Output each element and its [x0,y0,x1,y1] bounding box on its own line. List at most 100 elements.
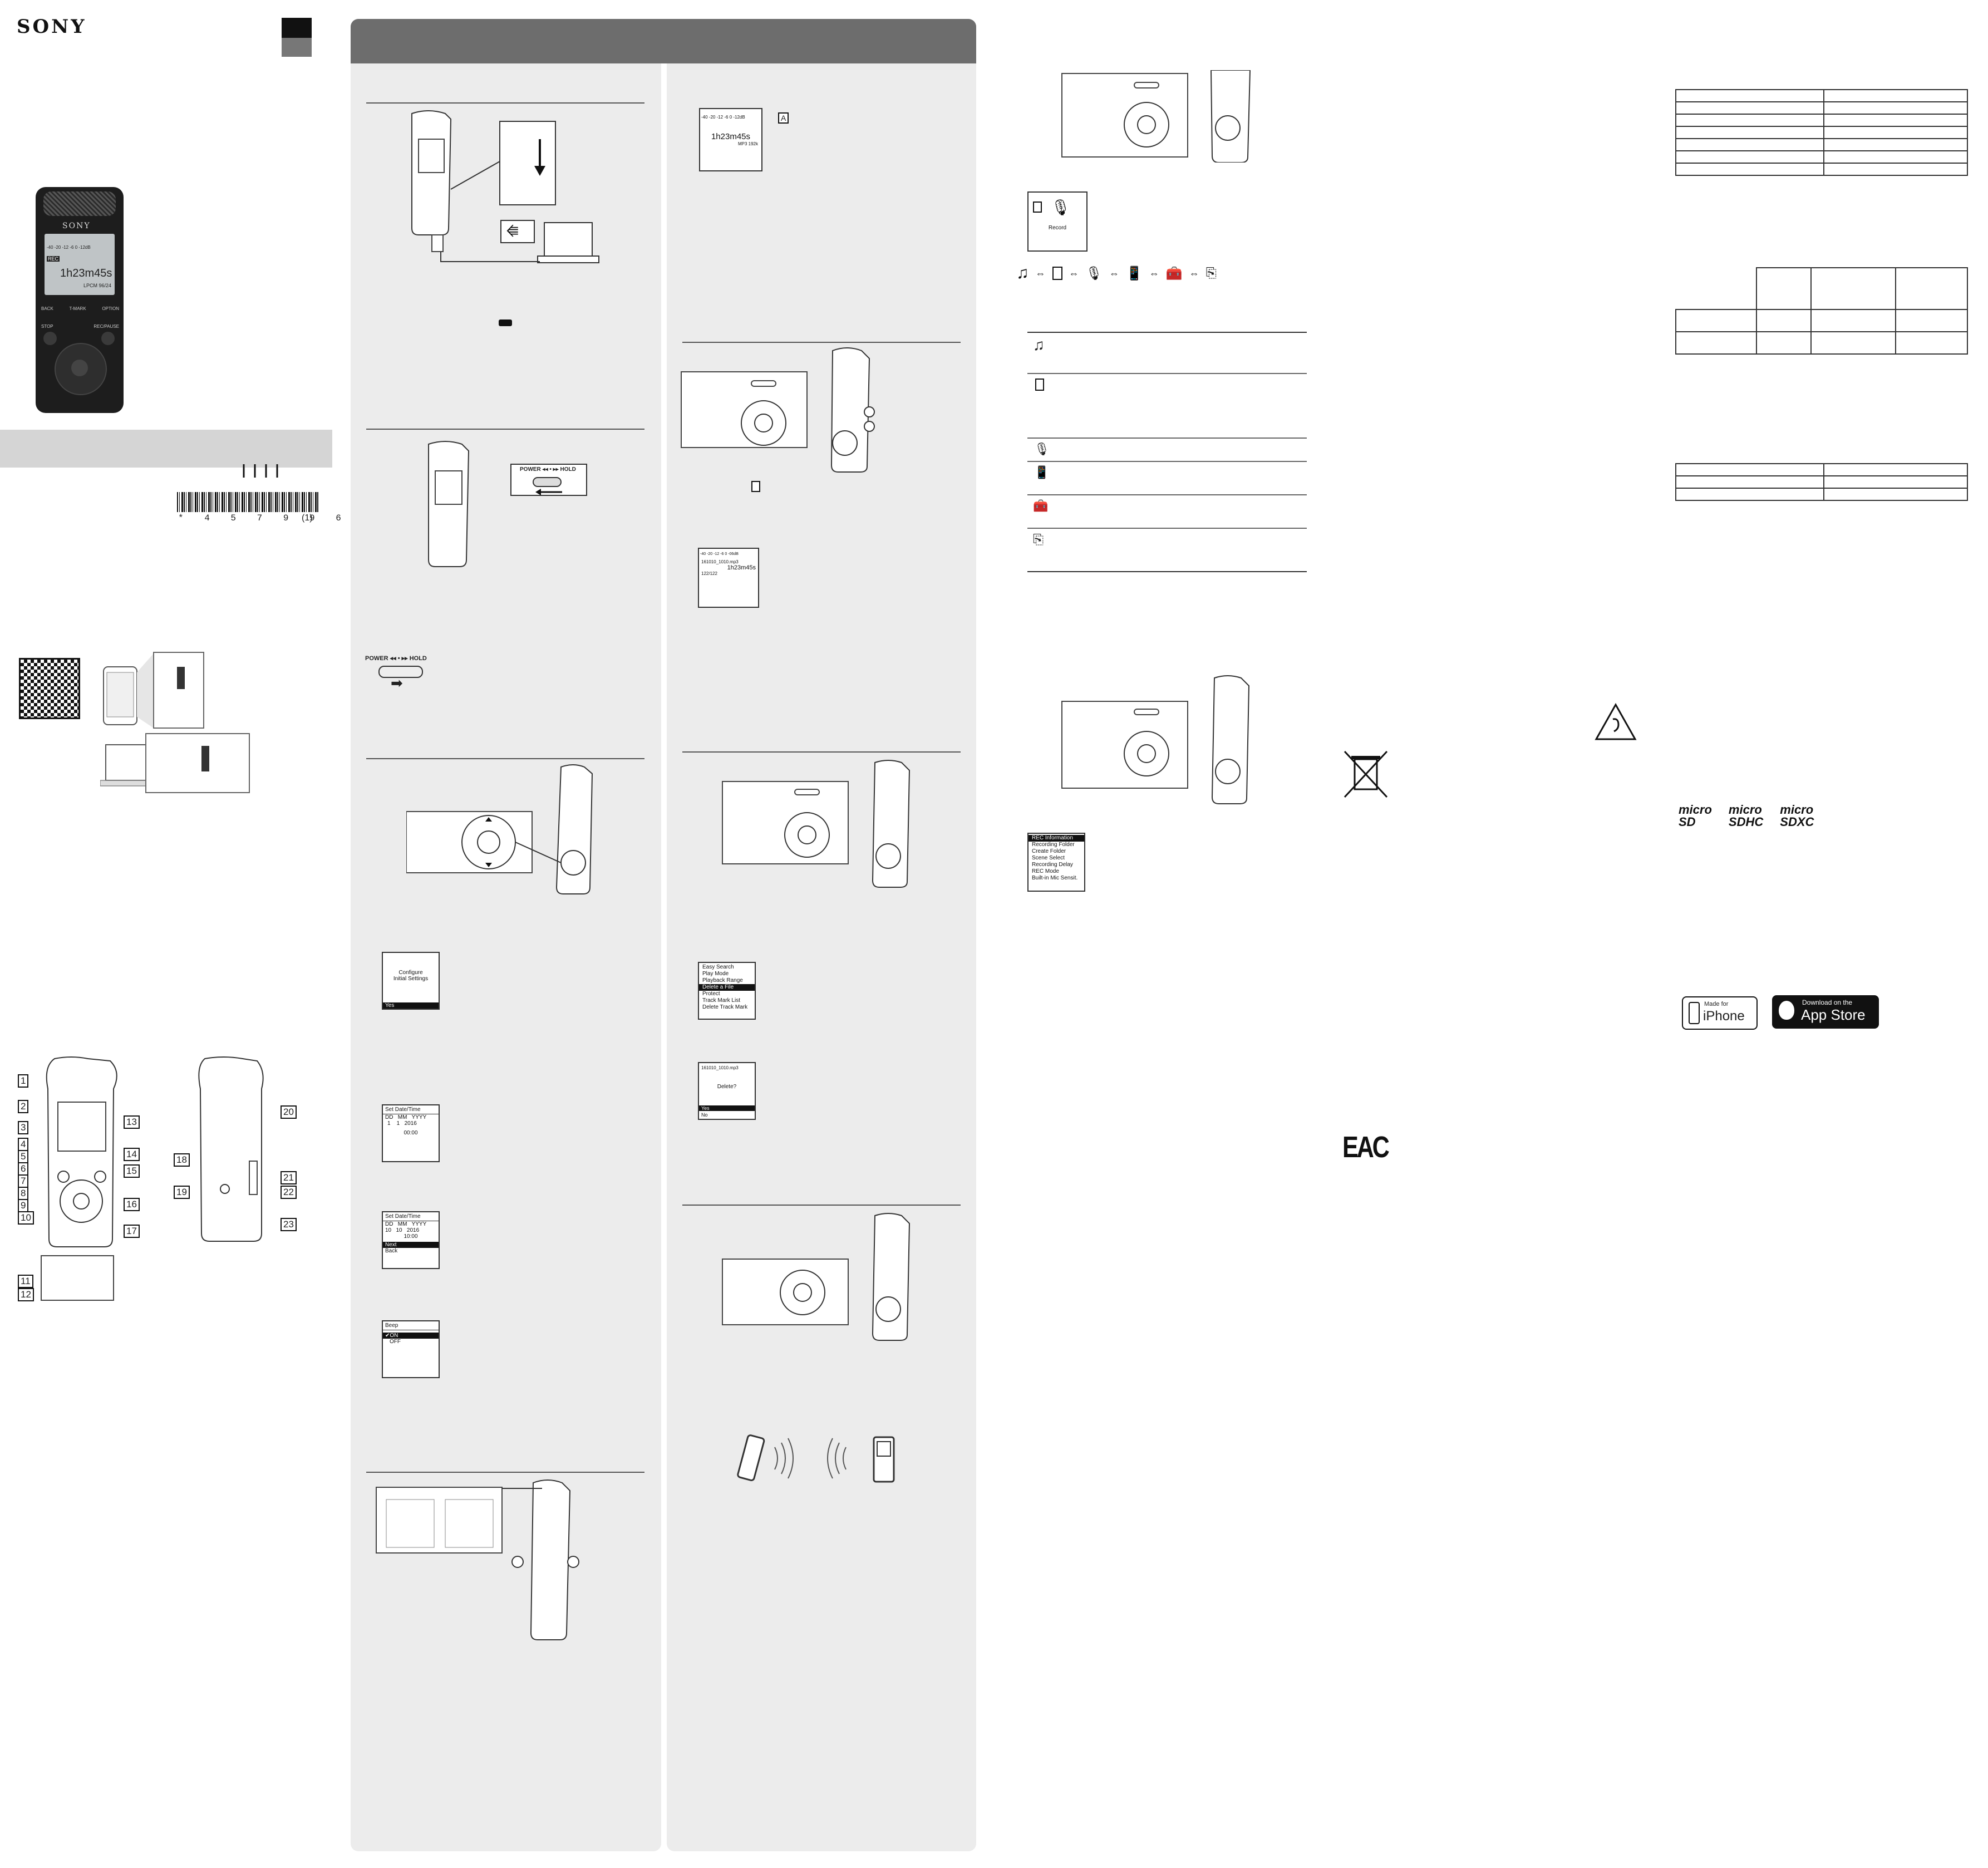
row-music: ♫ [1027,332,1307,373]
playback-counter: 122/122 [701,571,717,576]
file-icon [1035,378,1044,391]
skip-controls-diagram [722,1213,911,1341]
svg-text:⭅: ⭅ [506,224,519,239]
row-files [1027,373,1307,437]
help-guide-illustration [100,652,250,793]
callout-10: 10 [18,1211,34,1225]
file-icon [751,481,760,492]
callout-5: 5 [18,1150,29,1163]
option-menu-item-selected: Delete a File [699,984,755,991]
row-settings: 🧰 [1027,494,1307,528]
spec-table-1 [1675,89,1968,176]
rec-menu-item: Recording Delay [1032,862,1073,868]
sony-logo: SONY [17,16,87,38]
recording-meter: -40 -20 -12 -6 0 -12dB [701,115,745,120]
option-menu-item: Easy Search [702,964,734,970]
option-menu-item: Play Mode [702,971,729,977]
section-divider [682,342,961,343]
section-divider [682,751,961,753]
home-menu-screen: 🎙 Record [1027,191,1088,252]
back-to-xx-icon: ⎘ [1205,266,1217,281]
arrow-right-icon: ➡ [391,675,403,691]
battery-full-icon [499,319,512,326]
rec-menu-item: REC Mode [1032,868,1059,874]
apple-logo-icon [1779,1001,1794,1020]
eac-mark: EAC [1342,1130,1390,1164]
date2-cols: DD MM YYYY [385,1221,427,1227]
spec-table-2 [1675,267,1968,355]
option-button-diagram [1061,675,1250,804]
callout-14: 14 [124,1148,140,1161]
device-icon: 📱 [1034,465,1050,479]
hold-switch-icon [378,666,423,678]
section-divider [366,1472,644,1473]
home-menu-table: ♫ 🎙 📱 🧰 ⎘ [1027,332,1307,572]
rec-menu-item: Recording Folder [1032,842,1075,848]
delete-question: Delete? [717,1084,737,1090]
callout-6: 6 [18,1162,29,1176]
callout-16: 16 [124,1198,140,1211]
date1-vals: 1 1 2016 [387,1120,417,1127]
file-icon [1052,267,1062,280]
row-device: 📱 [1027,461,1307,494]
delete-yes: Yes [699,1105,755,1111]
microphone-icon: 🎙 [1034,442,1050,456]
delete-confirm-screen: 161010_1010.mp3 Delete? Yes No [698,1062,756,1120]
back-to-xx-icon: ⎘ [1033,532,1044,547]
callout-8: 8 [18,1187,29,1200]
home-record-label: Record [1048,225,1067,231]
home-button-diagram [1061,70,1251,163]
app-store-label: App Store [1801,1006,1866,1023]
delete-no: No [701,1112,708,1118]
arrow-both-icon: ⇔ [1109,267,1119,279]
callout-23: 23 [281,1218,297,1231]
arrow-both-icon: ⇔ [1069,267,1079,279]
delete-file-name: 161010_1010.mp3 [701,1065,739,1070]
beep-on: ✔ON [383,1333,439,1339]
barcode-suffix: (1) [302,513,313,523]
callout-22: 22 [281,1186,297,1199]
nfc-illustration [737,1434,895,1483]
option-menu-item: Track Mark List [702,997,740,1004]
parts-diagram-back [198,1056,264,1242]
music-icon: ♫ [1033,336,1045,353]
play-button [71,360,88,376]
callout-4: 4 [18,1138,29,1151]
callout-19: 19 [174,1186,190,1199]
row-back: ⎘ [1027,528,1307,572]
playback-controls-diagram [681,347,875,473]
section-divider [366,429,644,430]
date2-next: Next [383,1242,439,1248]
callout-13: 13 [124,1115,140,1129]
callout-20: 20 [281,1105,297,1119]
iphone-glyph-icon [1689,1002,1700,1024]
option-menu-item: Delete Track Mark [702,1004,748,1010]
toolbox-icon: 🧰 [1165,266,1183,281]
beep-off: OFF [390,1339,401,1345]
home-menu-icon-row: ♫ ⇔ ⇔ 🎙 ⇔ 📱 ⇔ 🧰 ⇔ ⎘ [1016,264,1217,283]
arrow-both-icon: ⇔ [1189,267,1199,279]
hearing-warning-icon [1595,702,1637,740]
playback-elapsed: 1h23m45s [727,564,756,571]
date2-title: Set Date/Time [383,1212,439,1221]
option-menu-item: Protect [702,991,720,997]
made-for-iphone-badge: Made for iPhone [1682,996,1758,1030]
tick-marks [243,464,278,478]
usb-connection-illustration: ⭅ [411,110,599,263]
playback-file: 161010_1010.mp3 [701,559,739,564]
made-for-label: Made for [1704,1001,1729,1007]
instructions-panel-right [667,19,976,1851]
date1-time: 00:00 [403,1130,418,1136]
microphone-grille [43,191,116,216]
initial-settings-line2: Initial Settings [393,976,429,982]
weee-bin-icon [1344,750,1388,798]
rec-menu-item: Scene Select [1032,855,1065,861]
iphone-label: iPhone [1703,1009,1745,1024]
app-store-badge[interactable]: Download on the App Store [1772,995,1879,1029]
callout-7: 7 [18,1174,29,1188]
device-brand-label: SONY [62,222,91,230]
date2-vals: 10 10 2016 [385,1227,420,1233]
